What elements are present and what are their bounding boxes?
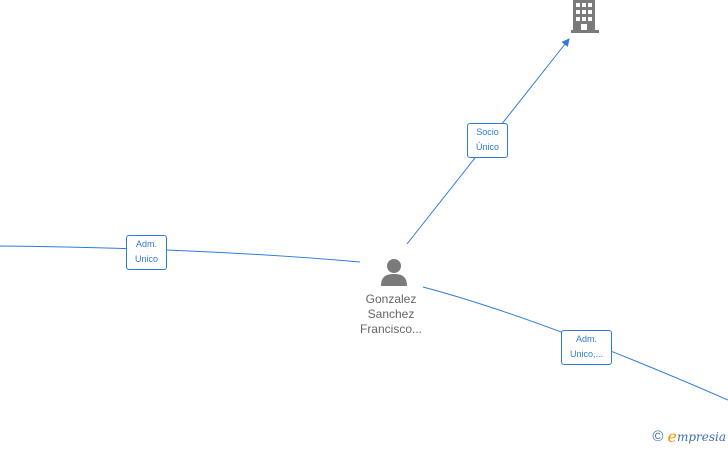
edge-label-socio-line-1: Socio <box>476 127 499 137</box>
empresia-logo-text: mpresia <box>676 430 726 444</box>
person-name-line-2: Sanchez <box>367 307 415 321</box>
edge-adm-unico-left <box>0 245 361 263</box>
edge-label-adm-unico-left[interactable]: Adm. Unico <box>126 235 167 270</box>
person-icon[interactable] <box>379 257 409 287</box>
edge-label-socio-unico[interactable]: Socio Único <box>467 123 508 158</box>
empresia-logo-initial: e <box>667 427 677 446</box>
edge-adm-unico-right <box>422 286 728 401</box>
person-name-line-1: Gonzalez <box>365 292 417 306</box>
person-name-line-3: Francisco... <box>359 322 422 336</box>
edge-label-adm-right-line-1: Adm. <box>575 334 597 344</box>
empresia-watermark: © e mpresia <box>652 429 726 445</box>
edge-label-adm-unico-right[interactable]: Adm. Unico,... <box>561 330 612 365</box>
building-icon[interactable] <box>569 0 601 34</box>
person-name-label[interactable]: Gonzalez Sanchez Francisco... <box>341 292 441 337</box>
edge-label-socio-line-2: Único <box>475 142 499 152</box>
edge-label-adm-left-line-1: Adm. <box>135 239 157 249</box>
edge-label-adm-right-line-2: Unico,... <box>569 349 603 359</box>
copyright-icon: © <box>652 428 664 445</box>
edge-label-adm-left-line-2: Unico <box>134 254 158 264</box>
